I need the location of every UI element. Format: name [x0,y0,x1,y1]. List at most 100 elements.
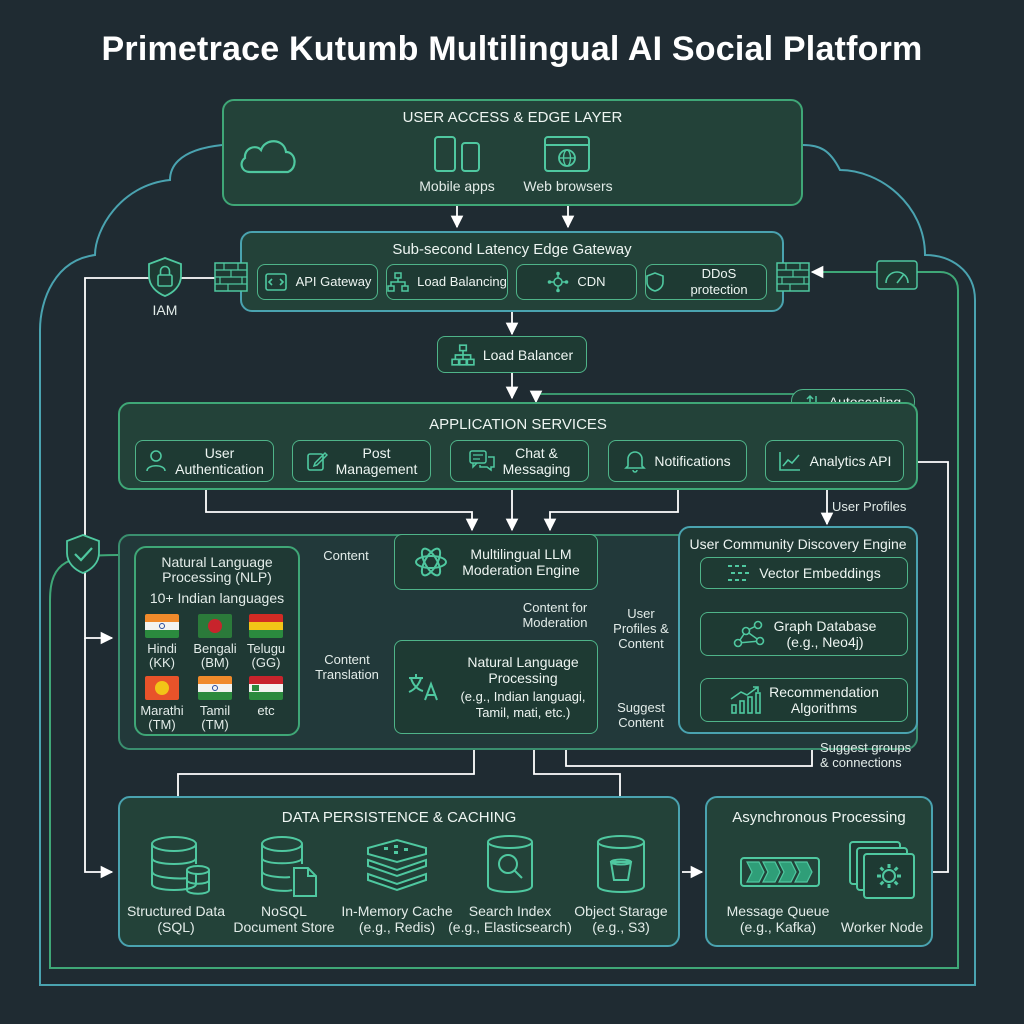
async-processing-title: Asynchronous Processing [732,809,906,826]
message-queue-icon [740,857,820,887]
translate-icon [408,674,438,701]
lang-tamil: Tamil [199,703,231,718]
label-line-2: Moderation Engine [462,562,580,578]
speed-gauge-icon [876,260,918,290]
nlp-panel-title-1: Natural Language [161,554,273,570]
web-browser-icon [544,136,590,172]
mobile-apps-label: Mobile apps [419,178,495,194]
label-line-1: Graph Database [773,618,877,634]
search-index-icon [487,835,533,893]
cdn-network-icon [548,271,569,293]
search-index-label-1: Search Index [468,903,552,919]
discovery-engine-title: User Community Discovery Engine [689,536,907,552]
label-line-2: (e.g., Neo4j) [786,634,864,650]
data-persistence-title: DATA PERSISTENCE & CACHING [281,809,517,826]
graph-database-label: Graph Database(e.g., Neo4j) [774,618,877,650]
load-balancing-box: Load Balancing [386,264,508,300]
lang-marathi: Marathi [140,703,184,718]
label-line-1: Recommendation [769,684,879,700]
label-line-2: Messaging [502,461,571,477]
etc-flag [249,676,283,700]
india-flag-tamil [198,676,232,700]
suggest-groups-label-1: Suggest groups [820,740,912,755]
suggest-content-label-1: Suggest [617,700,665,715]
sql-database-icon [151,836,210,895]
nlp-center-desc-1: (e.g., Indian languagi, [460,688,586,704]
nosql-label-1: NoSQL [261,903,307,919]
edit-icon [306,451,328,471]
firewall-left-icon [214,262,248,292]
worker-node-label: Worker Node [840,919,924,935]
sql-label-1: Structured Data [126,903,226,919]
chat-messaging-label: Chat &Messaging [503,445,571,477]
label-line-2: Algorithms [790,700,858,716]
edge-layer-title: USER ACCESS & EDGE LAYER [402,109,623,126]
profiles-content-label-3: Content [618,636,664,651]
bengali-flag [198,614,232,638]
graph-nodes-icon [733,620,764,648]
nlp-panel-title-2: Processing (NLP) [162,569,272,585]
load-balancing-label: Load Balancing [417,274,507,289]
marathi-flag [145,676,179,700]
load-balancer-label: Load Balancer [482,346,574,363]
content-translation-label-1: Content [324,652,370,667]
check-shield-icon [66,534,100,574]
lang-telugu: Telugu [246,641,286,656]
search-index-label-2: (e.g., Elasticsearch) [448,919,572,935]
lang-marathi-code: (TM) [148,717,176,732]
network-tree-icon [451,343,475,366]
content-moderation-label-1: Content for [522,600,588,615]
nlp-panel-subtitle: 10+ Indian languages [149,590,285,606]
lang-tamil-code: (TM) [201,717,229,732]
message-queue-label-1: Message Queue [726,903,830,919]
cache-label-2: (e.g., Redis) [358,919,436,935]
nlp-center-desc-2: Tamil, mati, etc.) [475,704,571,720]
bell-icon [624,451,647,473]
user-profiles-label: User Profiles [832,499,907,514]
api-gateway-box: API Gateway [257,264,378,300]
nlp-center-title-2: Processing [488,669,558,686]
iam-label: IAM [152,302,178,318]
label-line-1: Multilingual LLM [470,546,572,562]
application-services-title: APPLICATION SERVICES [429,416,607,433]
notifications-label: Notifications [654,453,731,469]
line-chart-icon [778,452,800,471]
shield-icon [646,272,664,292]
object-storage-bucket-icon [597,835,645,893]
cache-label-1: In-Memory Cache [341,903,453,919]
label-line-1: Post [362,445,391,461]
mobile-phone-icon [434,136,480,172]
lang-hindi-code: (KK) [149,655,175,670]
ai-knot-icon [415,547,448,577]
nosql-label-2: Document Store [233,919,335,935]
content-flow-label: Content [323,548,369,563]
lock-shield-icon [148,257,182,297]
bar-chart-trend-icon [730,686,761,714]
analytics-api-label: Analytics API [809,453,892,469]
chat-messaging-box: Chat &Messaging [450,440,589,482]
profiles-content-label-2: Profiles & [613,621,669,636]
telugu-flag [249,614,283,638]
vector-grid-icon [728,565,750,581]
suggest-groups-label-2: & connections [820,755,902,770]
outer-boundary-blue [39,144,976,986]
lang-telugu-code: (GG) [251,655,281,670]
edge-gateway-title: Sub-second Latency Edge Gateway [392,241,632,258]
suggest-content-label-2: Content [618,715,664,730]
firewall-right-icon [776,262,810,292]
object-storage-label-1: Object Starage [574,903,668,919]
cloud-icon [240,140,296,174]
object-storage-label-2: (e.g., S3) [592,919,650,935]
label-line-2: Authentication [175,461,264,477]
worker-node-gear-icon [849,841,915,899]
lang-bengali-code: (BM) [200,655,230,670]
edge-layer-panel: USER ACCESS & EDGE LAYER [222,99,803,206]
nlp-center-box: Natural Language Processing (e.g., India… [394,640,598,734]
vector-embeddings-label: Vector Embeddings [759,565,881,581]
sql-label-2: (SQL) [157,919,195,935]
